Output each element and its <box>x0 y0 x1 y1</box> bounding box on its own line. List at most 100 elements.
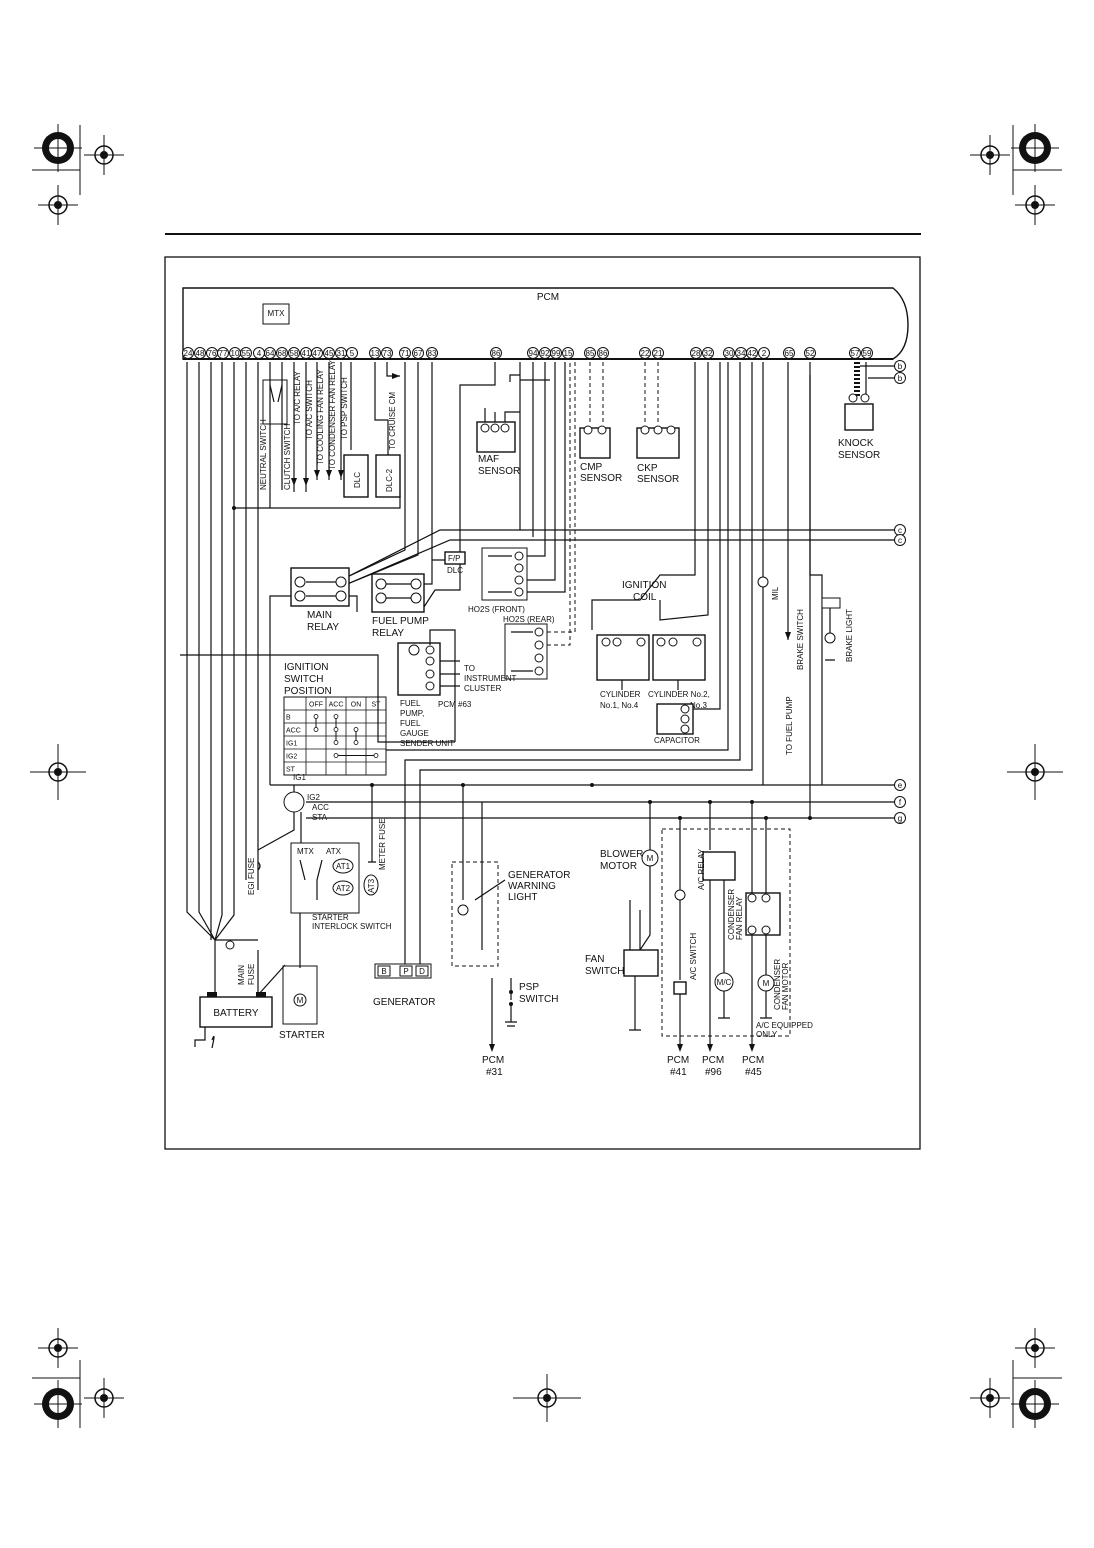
knock-sensor: KNOCK SENSOR <box>838 362 880 461</box>
dlc2-connector: DLC-2 <box>375 454 401 498</box>
pcm-pin-number: 64 <box>266 349 275 358</box>
pcm-pin-number: 58 <box>290 349 299 358</box>
battery: BATTERY <box>194 940 286 1049</box>
main-relay: MAIN RELAY <box>269 567 358 785</box>
svg-text:INSTRUMENT: INSTRUMENT <box>464 674 517 683</box>
pcm-pin-number: 68 <box>278 349 287 358</box>
ignition-table-header: ACC <box>329 702 344 709</box>
pcm-pin-number: 28 <box>692 349 701 358</box>
svg-text:INTERLOCK SWITCH: INTERLOCK SWITCH <box>312 922 392 931</box>
svg-text:PCM: PCM <box>667 1055 689 1066</box>
svg-text:#41: #41 <box>670 1067 687 1078</box>
to-cooling-fan-relay-label: TO COOLING FAN RELAY <box>316 369 325 465</box>
svg-text:M: M <box>647 854 654 863</box>
main-fuse: MAIN FUSE <box>215 939 258 985</box>
svg-text:PUMP,: PUMP, <box>400 709 424 718</box>
junction-dots <box>232 506 812 820</box>
svg-text:FUSE: FUSE <box>247 964 256 985</box>
crosshair-mark <box>970 1378 1010 1418</box>
pcm-pin-number: 52 <box>806 349 815 358</box>
generator: B P D GENERATOR <box>373 963 435 1008</box>
ac-equipped-region <box>661 828 791 1037</box>
svg-text:DLC: DLC <box>353 472 362 488</box>
pcm-pin-number: 99 <box>552 349 561 358</box>
pcm-pin-number: 76 <box>208 349 217 358</box>
svg-text:D: D <box>419 967 425 976</box>
condenser-fan-motor: M CONDENSER FAN MOTOR A/C EQUIPPED ONLY … <box>742 935 813 1078</box>
ac-magnetic-clutch: M/C PCM #96 <box>702 880 734 1078</box>
svg-text:ACC: ACC <box>312 803 329 812</box>
svg-text:A/C EQUIPPED: A/C EQUIPPED <box>756 1021 813 1030</box>
side-marker-label: c <box>898 536 902 545</box>
svg-text:HO2S (REAR): HO2S (REAR) <box>503 615 555 624</box>
svg-text:DLC: DLC <box>447 566 463 575</box>
svg-text:PCM #63: PCM #63 <box>438 700 472 709</box>
dlc-connector: DLC <box>343 454 369 498</box>
ignition-table-row-label: IG2 <box>286 754 297 761</box>
starter-interlock-switch: MTX ATX AT1 AT2 STARTER INTERLOCK SWITCH <box>290 842 392 968</box>
svg-text:IGNITION: IGNITION <box>622 580 666 591</box>
svg-text:PSP: PSP <box>519 982 539 993</box>
pcm-pin-number: 24 <box>184 349 193 358</box>
psp-switch: PSP SWITCH PCM #31 <box>482 978 558 1078</box>
fuel-pump-relay: FUEL PUMP RELAY <box>371 559 455 639</box>
side-marker-label: f <box>899 798 902 807</box>
svg-text:PCM: PCM <box>482 1055 504 1066</box>
svg-text:No.1, No.4: No.1, No.4 <box>600 701 639 710</box>
svg-text:SENSOR: SENSOR <box>637 474 679 485</box>
svg-text:SENSOR: SENSOR <box>580 473 622 484</box>
svg-text:CONDENSER: CONDENSER <box>773 959 782 1010</box>
pcm-pin-number: 67 <box>414 349 423 358</box>
svg-text:SWITCH: SWITCH <box>284 674 323 685</box>
svg-text:STARTER: STARTER <box>279 1030 325 1041</box>
side-marker-label: g <box>898 814 902 823</box>
to-ac-switch-label: TO A/C SWITCH <box>305 380 314 440</box>
svg-text:BRAKE LIGHT: BRAKE LIGHT <box>845 609 854 662</box>
svg-text:FAN RELAY: FAN RELAY <box>735 896 744 940</box>
brake-light: BRAKE LIGHT <box>821 597 854 662</box>
pcm-pin-number: 65 <box>785 349 794 358</box>
capacitor: CAPACITOR <box>654 362 721 745</box>
pcm-pin-number: 71 <box>401 349 410 358</box>
cmp-sensor: CMP SENSOR <box>579 362 622 484</box>
to-condenser-fan-relay-label: TO CONDENSER FAN RELAY <box>328 359 337 470</box>
svg-text:RELAY: RELAY <box>307 622 339 633</box>
mil-lamp: MIL <box>757 576 780 600</box>
svg-text:METER FUSE: METER FUSE <box>378 818 387 870</box>
pcm-pin-number: 31 <box>337 349 346 358</box>
svg-text:MIL: MIL <box>771 586 780 600</box>
side-marker-label: e <box>898 781 903 790</box>
svg-text:KNOCK: KNOCK <box>838 438 874 449</box>
to-cruise-label: TO CRUISE CM <box>388 392 397 450</box>
pcm-title: PCM <box>537 292 559 303</box>
svg-text:#31: #31 <box>486 1067 503 1078</box>
pcm-pin-number: 22 <box>641 349 650 358</box>
registration-target-bottom-left <box>34 1380 82 1428</box>
mtx-switch-box <box>262 303 290 325</box>
pcm-pin-number: 15 <box>564 349 573 358</box>
pcm-pin-number: 34 <box>737 349 746 358</box>
side-marker-label: c <box>898 526 902 535</box>
svg-text:BATTERY: BATTERY <box>213 1008 259 1019</box>
svg-text:HO2S (FRONT): HO2S (FRONT) <box>468 605 525 614</box>
brake-switch: BRAKE SWITCH <box>796 609 805 670</box>
svg-text:SENSOR: SENSOR <box>838 450 880 461</box>
svg-text:IG2: IG2 <box>307 793 320 802</box>
svg-text:ATX: ATX <box>326 847 342 856</box>
crosshair-mark <box>513 1374 581 1422</box>
svg-text:MAF: MAF <box>478 454 499 465</box>
crosshair-mark <box>38 1328 78 1368</box>
svg-text:CONDENSER: CONDENSER <box>727 889 736 940</box>
svg-text:SENDER UNIT: SENDER UNIT <box>400 739 454 748</box>
svg-text:STA: STA <box>312 813 328 822</box>
pcm-pin-number: 59 <box>863 349 872 358</box>
ignition-table-row-label: ACC <box>286 728 301 735</box>
svg-text:FUEL: FUEL <box>400 699 421 708</box>
svg-text:SWITCH: SWITCH <box>585 966 624 977</box>
svg-text:CMP: CMP <box>580 462 603 473</box>
svg-text:BLOWER: BLOWER <box>600 849 643 860</box>
